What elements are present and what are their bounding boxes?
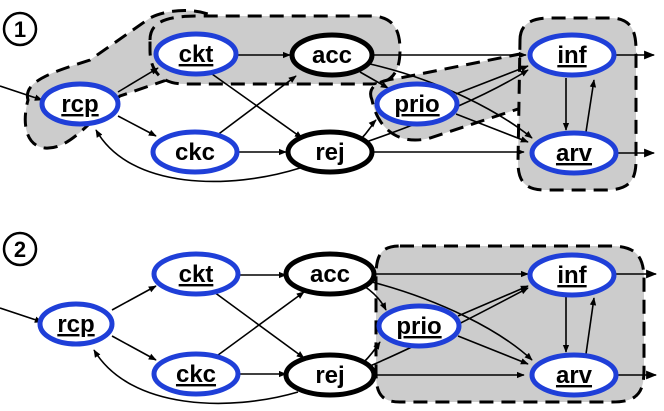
panel-2-nodes: rcp ckt ckc acc rej prio <box>37 251 619 398</box>
node-label: acc <box>310 261 350 288</box>
panel-2: rcp ckt ckc acc rej prio <box>0 231 658 405</box>
node-rej: rej <box>285 129 375 175</box>
node-label: ckc <box>176 361 216 388</box>
node-prio: prio <box>374 81 460 127</box>
node-label: arv <box>556 140 593 167</box>
edge-rej-rcp <box>95 129 301 183</box>
node-label: arv <box>556 362 593 389</box>
edge-prio-inf <box>457 285 529 317</box>
panel-1: rcp ckt ckc acc rej prio <box>0 9 656 192</box>
edge-acc-prio <box>363 285 387 311</box>
edge-acc-arv <box>369 63 533 139</box>
panel-2-badge: 2 <box>2 231 38 267</box>
edge-acc-prio <box>359 71 389 89</box>
panel-number: 2 <box>14 237 26 262</box>
node-acc: acc <box>283 251 377 297</box>
node-acc: acc <box>289 32 375 78</box>
panel-1-edges <box>0 50 656 183</box>
edge-arv-inf <box>585 297 597 355</box>
node-rej: rej <box>283 352 377 398</box>
node-rcp: rcp <box>39 81 121 127</box>
node-arv: arv <box>529 130 619 176</box>
node-ckc: ckc <box>151 351 241 397</box>
panel-1-badge: 1 <box>2 11 38 47</box>
edge-rcp-ckt <box>117 67 159 93</box>
edge-rcp-ckt <box>111 285 157 311</box>
node-label: rej <box>315 362 344 389</box>
node-label: rcp <box>61 91 98 118</box>
edge-rej-prio <box>363 341 381 363</box>
edge-rcp-ckc <box>117 115 157 137</box>
node-rcp: rcp <box>37 301 115 347</box>
panel-number: 1 <box>14 17 26 42</box>
node-arv: arv <box>529 352 619 398</box>
node-ckt: ckt <box>151 251 241 297</box>
node-label: prio <box>396 313 441 340</box>
edge-prio-arv <box>457 335 529 365</box>
edge-ckc-acc <box>215 75 297 137</box>
node-label: rej <box>315 139 344 166</box>
edge-prio-arv <box>455 113 529 143</box>
node-label: ckt <box>179 261 214 288</box>
node-label: prio <box>394 91 439 118</box>
edge-prio-inf <box>455 65 529 95</box>
edge-arv-inf <box>585 79 597 133</box>
node-label: inf <box>557 262 587 289</box>
node-inf: inf <box>527 252 617 298</box>
node-label: ckc <box>175 139 215 166</box>
node-ckt: ckt <box>153 31 239 77</box>
edge-ckc-acc <box>213 291 305 359</box>
edge-rcp-ckc <box>111 335 157 361</box>
node-label: acc <box>312 42 352 69</box>
node-label: inf <box>557 42 587 69</box>
edge-rej-rcp <box>93 349 299 405</box>
node-label: rcp <box>57 311 94 338</box>
edge-acc-arv <box>371 281 533 361</box>
node-label: ckt <box>179 41 214 68</box>
node-inf: inf <box>527 32 617 78</box>
node-prio: prio <box>376 303 462 349</box>
node-ckc: ckc <box>150 129 240 175</box>
edge-in-rcp <box>0 307 43 323</box>
edge-in-rcp <box>0 85 43 101</box>
panel-1-nodes: rcp ckt ckc acc rej prio <box>39 31 619 176</box>
